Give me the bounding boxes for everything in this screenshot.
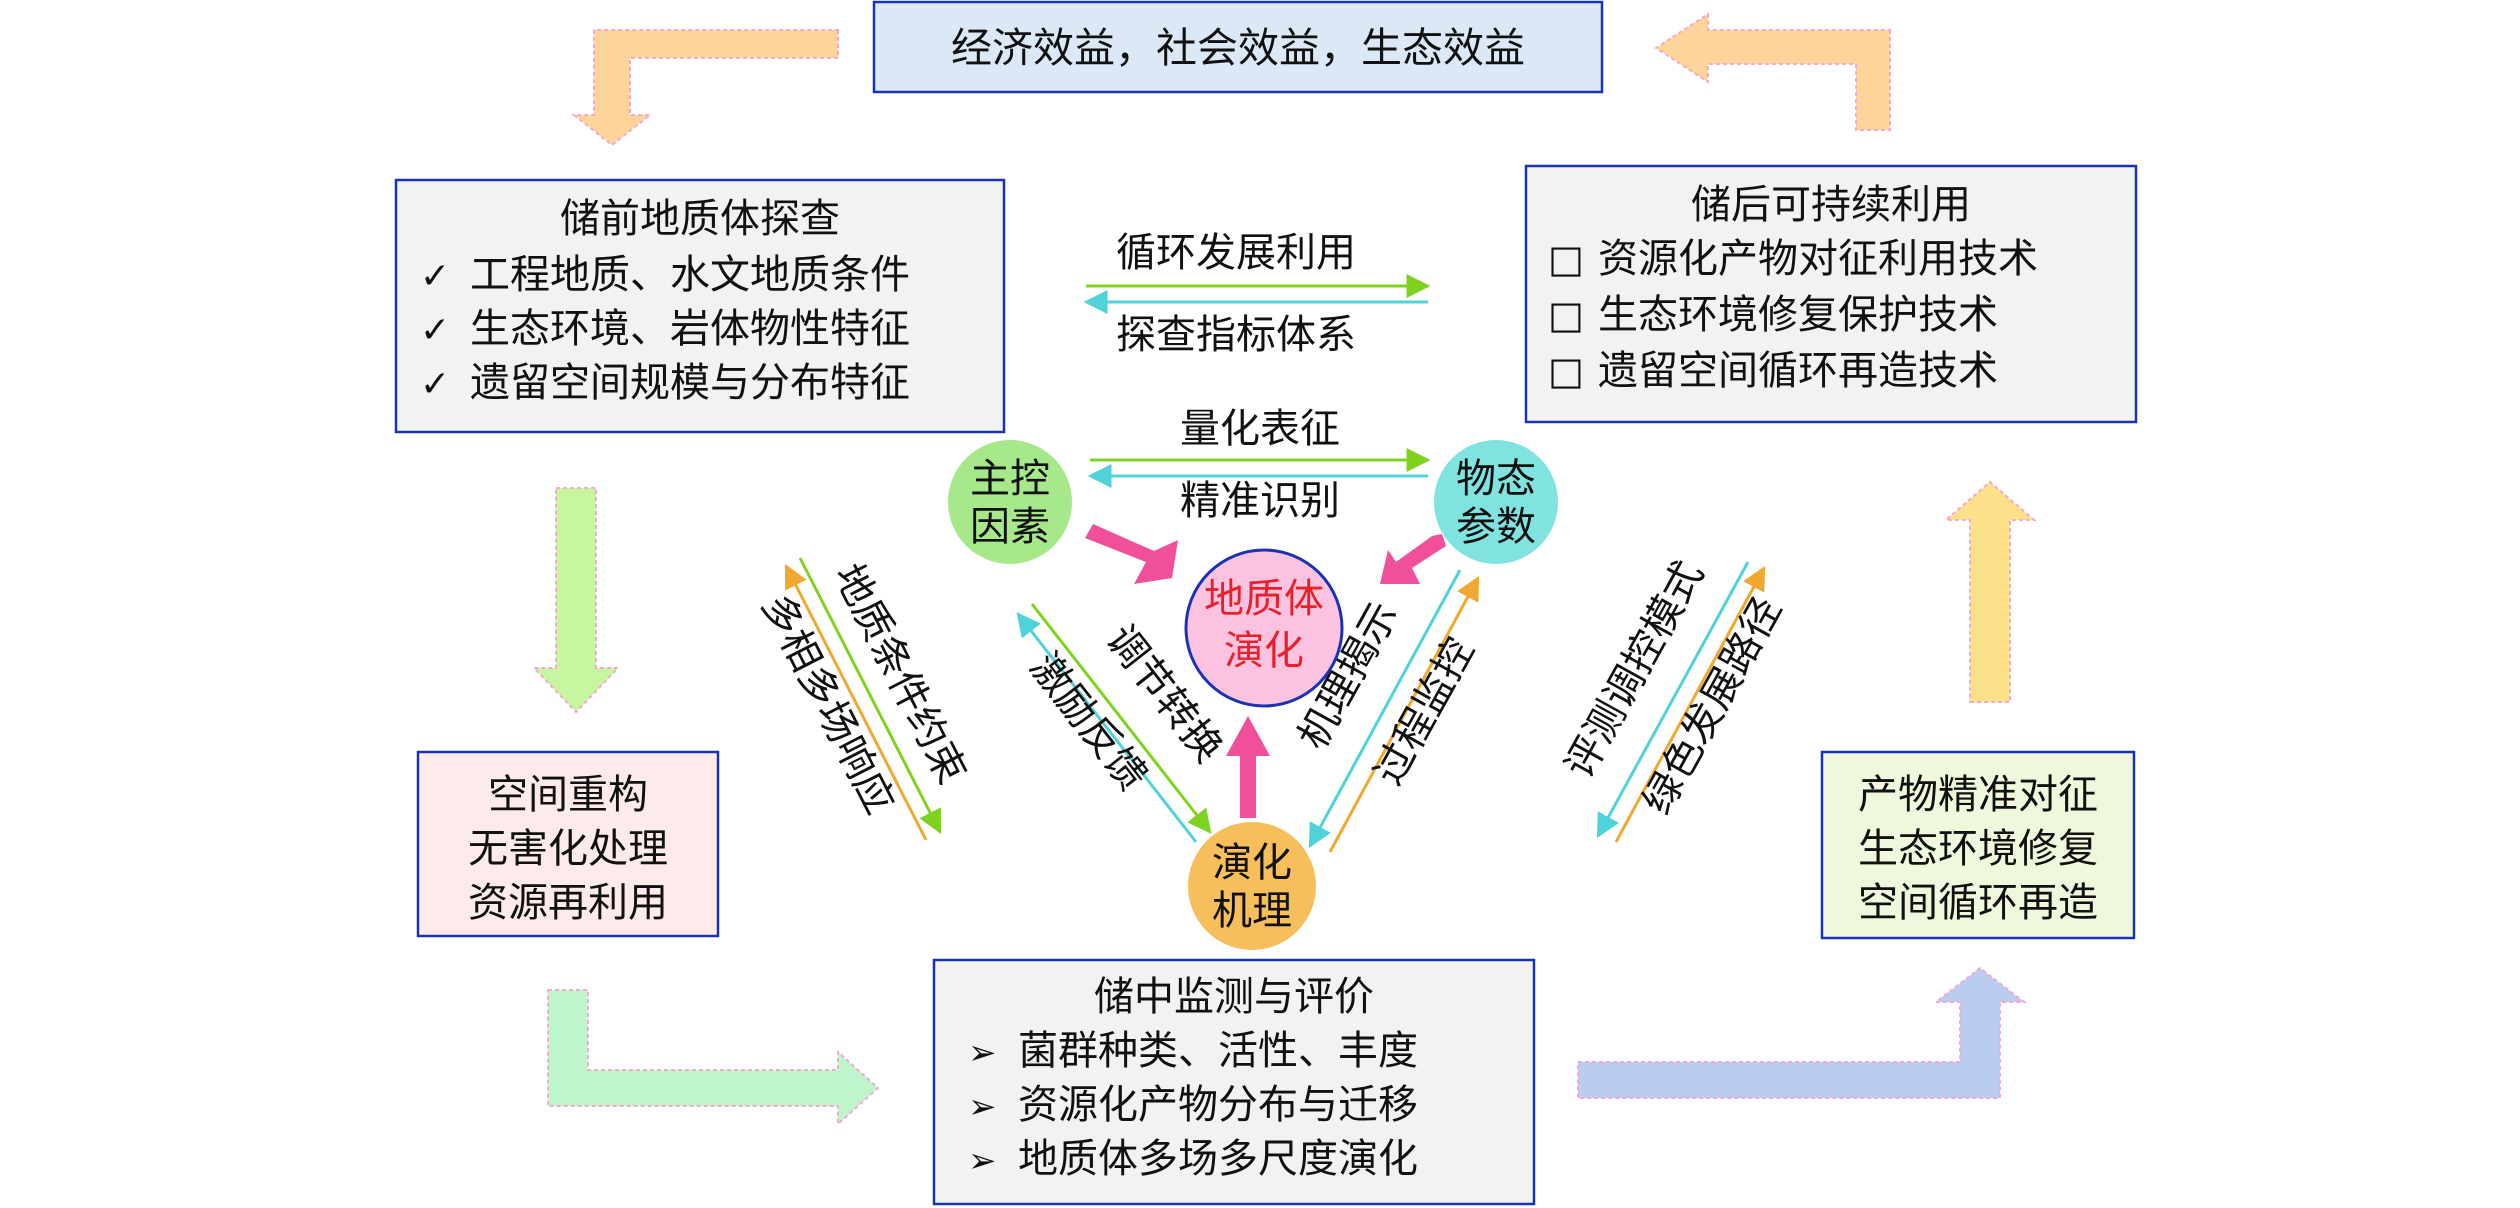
benefits-text: 经济效益，社会效益，生态效益 [951, 24, 1525, 72]
arrow-bullet-icon: ➢ [968, 1033, 997, 1073]
assess-arrow [1596, 561, 1750, 839]
check-icon: ✓ [420, 256, 450, 297]
main-control-node: 主控 因素 [948, 440, 1072, 564]
physical-state-node: 物态 参数 [1434, 440, 1558, 564]
check-icon: ✓ [420, 364, 450, 405]
post-storage-title: 储后可持续利用 [1691, 182, 1971, 228]
green-path-arrow [1614, 565, 1766, 843]
geobody-evolution-node: 地质体 演化 [1184, 548, 1344, 708]
reconstruction-line: 空间重构 [488, 772, 648, 818]
pre-storage-item: 遗留空间规模与分布特征 [470, 360, 910, 406]
mechanism-arrow [1308, 569, 1462, 849]
main-control-line: 因素 [970, 504, 1050, 550]
cycle-label: 循环发展利用 [1116, 230, 1356, 276]
pre-storage-box: 储前地质体探查 ✓ 工程地质、水文地质条件 ✓ 生态环境、岩体物性特征 ✓ 遗留… [394, 178, 1006, 434]
post-storage-item: 生态环境修复保护技术 [1598, 292, 1998, 338]
check-icon: ✓ [420, 310, 450, 351]
evolution-mechanism-line: 演化 [1212, 840, 1292, 886]
product-line: 产物精准对征 [1858, 772, 2098, 818]
square-icon: □ [1548, 237, 1584, 281]
response-arrow [784, 563, 928, 841]
constraint-arrow [798, 557, 942, 835]
pre-storage-title: 储前地质体探查 [560, 196, 840, 242]
product-line: 生态环境修复 [1858, 826, 2098, 872]
arrow-bullet-icon: ➢ [968, 1141, 997, 1181]
pre-storage-item: 工程地质、水文地质条件 [470, 252, 910, 298]
mid-storage-title: 储中监测与评价 [1094, 974, 1374, 1020]
pink-arrow-from-evolution-mechanism [1226, 716, 1270, 818]
quantify-label: 量化表征 [1180, 406, 1340, 452]
mid-storage-box: 储中监测与评价 ➢ 菌群种类、活性、丰度 ➢ 资源化产物分布与迁移 ➢ 地质体多… [932, 958, 1536, 1206]
post-storage-item: 资源化产物对征利用技术 [1598, 236, 2038, 282]
frame-arrow-top-right [1654, 12, 1891, 131]
evolution-mechanism-line: 机理 [1212, 888, 1292, 934]
physical-state-line: 物态 [1456, 456, 1536, 502]
main-control-line: 主控 [970, 456, 1050, 502]
explore-label: 探查指标体系 [1116, 312, 1356, 358]
product-box: 产物精准对征 生态环境修复 空间循环再造 [1820, 750, 2136, 940]
evolution-mechanism-node: 演化 机理 [1188, 822, 1316, 950]
arrow-bullet-icon: ➢ [968, 1087, 997, 1127]
pink-arrow-from-physical-state [1380, 534, 1446, 584]
square-icon: □ [1548, 293, 1584, 337]
feedback-arrow [1016, 612, 1198, 843]
physical-state-line: 参数 [1456, 504, 1536, 550]
product-line: 空间循环再造 [1858, 880, 2098, 926]
pink-arrow-from-main-control [1085, 524, 1178, 584]
benefits-box: 经济效益，社会效益，生态效益 [872, 0, 1604, 94]
mid-storage-item: 资源化产物分布与迁移 [1018, 1082, 1418, 1128]
geobody-evolution-line: 演化 [1224, 628, 1304, 674]
geobody-evolution-line: 地质体 [1204, 576, 1324, 622]
regulate-arrow [1030, 603, 1212, 834]
mid-storage-item: 菌群种类、活性、丰度 [1018, 1028, 1418, 1074]
reconstruction-line: 资源再利用 [468, 880, 668, 926]
square-icon: □ [1548, 349, 1584, 393]
identify-label: 精准识别 [1180, 478, 1340, 524]
post-storage-item: 遗留空间循环再造技术 [1598, 348, 1998, 394]
frame-arrow-right-up [1943, 480, 2037, 703]
frame-arrow-bottom-right [1577, 966, 2027, 1099]
reconstruction-box: 空间重构 无害化处理 资源再利用 [416, 750, 720, 938]
post-storage-box: 储后可持续利用 □ 资源化产物对征利用技术 □ 生态环境修复保护技术 □ 遗留空… [1524, 164, 2138, 424]
mid-storage-item: 地质体多场多尺度演化 [1018, 1136, 1418, 1182]
reconstruction-line: 无害化处理 [468, 826, 668, 872]
frame-arrow-bottom-left [547, 989, 880, 1127]
pre-storage-item: 生态环境、岩体物性特征 [470, 306, 910, 352]
frame-arrow-left-down [531, 487, 621, 714]
frame-arrow-top-left [571, 29, 839, 147]
monitor-arrow [1328, 575, 1480, 853]
